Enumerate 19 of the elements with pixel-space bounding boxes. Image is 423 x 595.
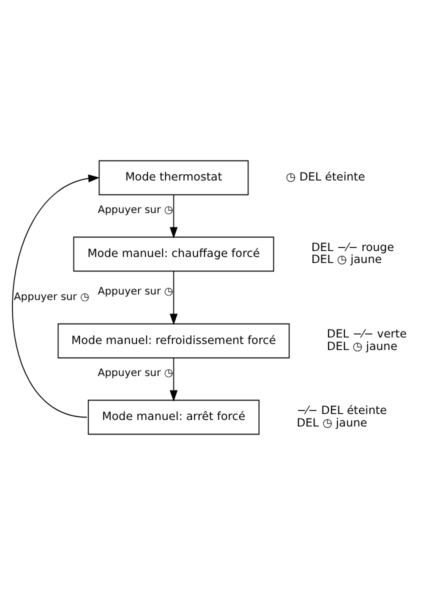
node-box: Mode thermostat: [98, 160, 249, 196]
arrow: [12, 174, 100, 418]
node-label: DEL ◷ jaune: [311, 253, 382, 266]
node-label: ◷ DEL éteinte: [286, 170, 366, 184]
edge-label: Appuyer sur ◷: [98, 285, 174, 298]
arrow: [170, 358, 178, 402]
node-box: Mode manuel: chauffage forcé: [73, 236, 274, 272]
node-box: Mode manuel: refroidissement forcé: [58, 323, 290, 358]
arrow: [170, 194, 178, 238]
node-label: −⁄− DEL éteinte: [296, 404, 387, 418]
node-label: DEL ◷ jaune: [326, 340, 398, 353]
node-label: DEL ◷ jaune: [296, 416, 368, 430]
edge-label: Appuyer sur ◷: [98, 367, 174, 380]
edge-label: Appuyer sur ◷: [14, 291, 90, 304]
arrow: [170, 270, 178, 326]
node-label: DEL −⁄− rouge: [311, 240, 394, 254]
edge-label: Appuyer sur ◷: [98, 204, 174, 216]
node-label: DEL −⁄− verte: [326, 328, 407, 341]
node-box: Mode manuel: arrêt forcé: [88, 400, 260, 435]
